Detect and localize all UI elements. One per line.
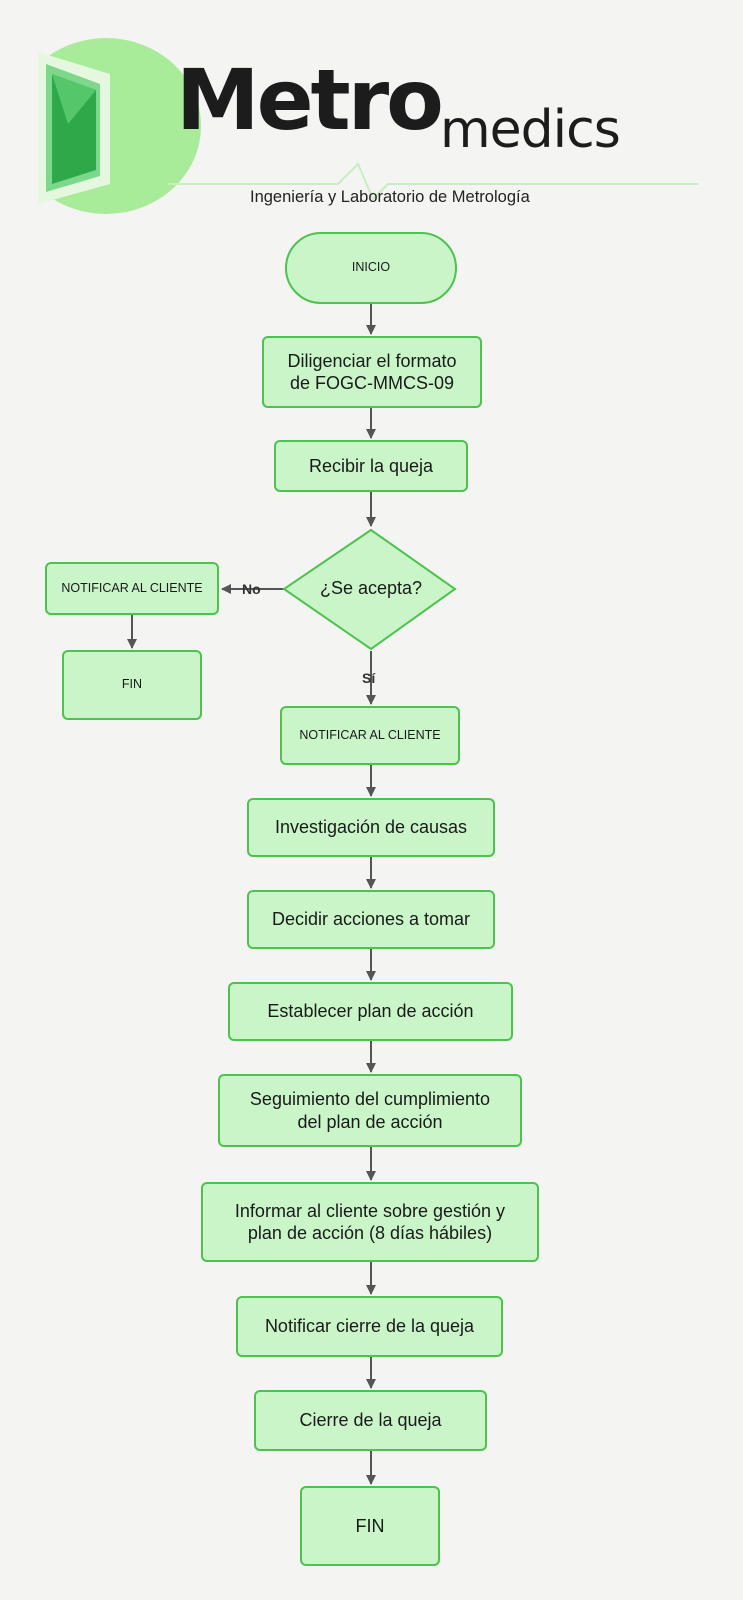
step-establecer-plan: Establecer plan de acción xyxy=(228,982,513,1041)
no-end-label: FIN xyxy=(121,677,143,692)
yes-branch-notify-client: NOTIFICAR AL CLIENTE xyxy=(280,706,460,765)
start-node: INICIO xyxy=(285,232,457,304)
logo-emblem-icon xyxy=(38,38,698,214)
step9-label: Cierre de la queja xyxy=(299,1410,442,1431)
step1-line1: Diligenciar el formato xyxy=(287,350,457,371)
logo-wordmark-metro: Metro xyxy=(176,51,444,149)
no-branch-end: FIN xyxy=(62,650,202,720)
step4-label: Decidir acciones a tomar xyxy=(271,909,471,930)
no-label: No xyxy=(242,581,261,597)
decision-diamond xyxy=(282,528,457,651)
step-diligenciar-formato: Diligenciar el formato de FOGC-MMCS-09 xyxy=(262,336,482,408)
logo-tagline: Ingeniería y Laboratorio de Metrología xyxy=(250,188,530,206)
step3-label: Investigación de causas xyxy=(274,817,468,838)
step6-line2: del plan de acción xyxy=(297,1111,443,1132)
metromedics-logo xyxy=(38,34,698,214)
step1-line2: de FOGC-MMCS-09 xyxy=(289,373,454,393)
step7-line1: Informar al cliente sobre gestión y xyxy=(234,1200,506,1221)
logo-wordmark-medics: medics xyxy=(440,100,621,160)
no-notify-label: NOTIFICAR AL CLIENTE xyxy=(61,580,203,595)
step7-line2: plan de acción (8 días hábiles) xyxy=(247,1223,493,1243)
step-seguimiento-cumplimiento: Seguimiento del cumplimiento del plan de… xyxy=(218,1074,522,1147)
end-node: FIN xyxy=(300,1486,440,1566)
step-cierre-queja: Cierre de la queja xyxy=(254,1390,487,1451)
start-label: INICIO xyxy=(351,260,391,275)
step-informar-cliente: Informar al cliente sobre gestión y plan… xyxy=(201,1182,539,1262)
step-investigacion-causas: Investigación de causas xyxy=(247,798,495,857)
step8-label: Notificar cierre de la queja xyxy=(264,1316,475,1337)
decision-label: ¿Se acepta? xyxy=(319,578,423,598)
no-branch-notify-client: NOTIFICAR AL CLIENTE xyxy=(45,562,219,615)
end-label: FIN xyxy=(355,1515,385,1536)
yes-label: Sí xyxy=(362,670,376,686)
step2-label: Recibir la queja xyxy=(308,455,434,476)
step-decidir-acciones: Decidir acciones a tomar xyxy=(247,890,495,949)
step-notificar-cierre: Notificar cierre de la queja xyxy=(236,1296,503,1357)
yes-notify-label: NOTIFICAR AL CLIENTE xyxy=(299,727,441,742)
step6-line1: Seguimiento del cumplimiento xyxy=(249,1089,491,1109)
step-recibir-queja: Recibir la queja xyxy=(274,440,468,492)
step5-label: Establecer plan de acción xyxy=(267,1001,474,1022)
